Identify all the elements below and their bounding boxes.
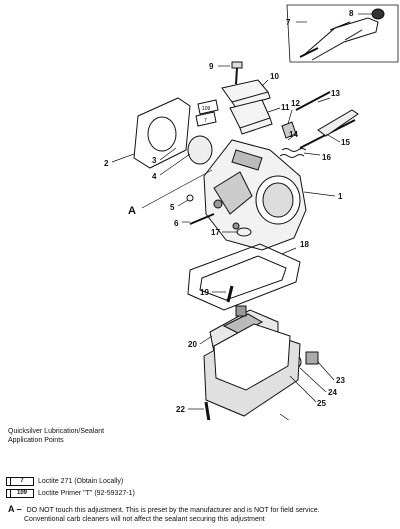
plate-11: [229, 99, 273, 135]
callout-A: A: [128, 205, 136, 217]
callout-23: 23: [336, 376, 345, 385]
callout-19: 19: [200, 288, 209, 297]
callout-3: 3: [152, 156, 157, 165]
callout-5: 5: [170, 203, 175, 212]
gasket-18: [187, 243, 301, 311]
legend-title: Quicksilver Lubrication/Sealant Applicat…: [8, 427, 104, 445]
callout-16: 16: [322, 153, 331, 162]
float-bowl-21: [203, 323, 301, 417]
callout-14: 14: [289, 130, 298, 139]
legend-title-line2: Application Points: [8, 437, 64, 444]
sealant-tube-icon: 109: [6, 488, 34, 498]
note-key: A –: [8, 504, 22, 514]
washer-5: [186, 194, 194, 202]
callout-20: 20: [188, 340, 197, 349]
screw-22: [204, 401, 211, 420]
tag-109: 109: [202, 106, 211, 112]
sealant-tags: [195, 99, 219, 127]
legend-text: Loctite Primer "T" (92-59327-1): [38, 489, 135, 497]
carburetor-exploded-view: 7 8 9 10 11 12 13 14 15 16 1 2 3 4 5 6 A…: [104, 4, 399, 420]
note-line1: DO NOT touch this adjustment. This is pr…: [26, 507, 320, 514]
callout-1: 1: [338, 192, 343, 201]
adjustment-note: A – DO NOT touch this adjustment. This i…: [8, 505, 396, 524]
callout-7: 7: [286, 18, 291, 27]
note-line2: Conventional carb cleaners will not affe…: [24, 516, 265, 523]
callout-15: 15: [341, 138, 350, 147]
gasket-2: [133, 97, 191, 169]
callout-25: 25: [317, 399, 326, 408]
screw-9: [231, 61, 243, 85]
legend-text: Loctite 271 (Obtain Locally): [38, 477, 124, 485]
inset-throttle-lever: [286, 4, 399, 63]
callout-22: 22: [176, 405, 185, 414]
leader-lines: [111, 13, 372, 420]
callout-8: 8: [349, 9, 354, 18]
legend-code: 109: [10, 488, 34, 498]
callout-9: 9: [209, 62, 214, 71]
callout-18: 18: [300, 240, 309, 249]
tag-7: 7: [204, 118, 207, 124]
needle-15: [317, 109, 359, 137]
pin-6: [189, 213, 215, 225]
legend-code: 7: [10, 476, 34, 486]
callout-11: 11: [281, 103, 290, 112]
carburetor-body-1: [203, 139, 307, 251]
legend-item-7: 7 Loctite 271 (Obtain Locally): [6, 476, 123, 486]
disc-4: [187, 135, 213, 165]
sealant-tube-icon: 7: [6, 476, 34, 486]
callout-24: 24: [328, 388, 337, 397]
callout-4: 4: [152, 172, 157, 181]
callout-6: 6: [174, 219, 179, 228]
callout-13: 13: [331, 89, 340, 98]
callout-12: 12: [291, 99, 300, 108]
legend-item-109: 109 Loctite Primer "T" (92-59327-1): [6, 488, 135, 498]
callout-10: 10: [270, 72, 279, 81]
callout-17: 17: [211, 228, 220, 237]
legend-title-line1: Quicksilver Lubrication/Sealant: [8, 428, 105, 435]
pin-19: [226, 285, 234, 303]
callout-2: 2: [104, 159, 109, 168]
